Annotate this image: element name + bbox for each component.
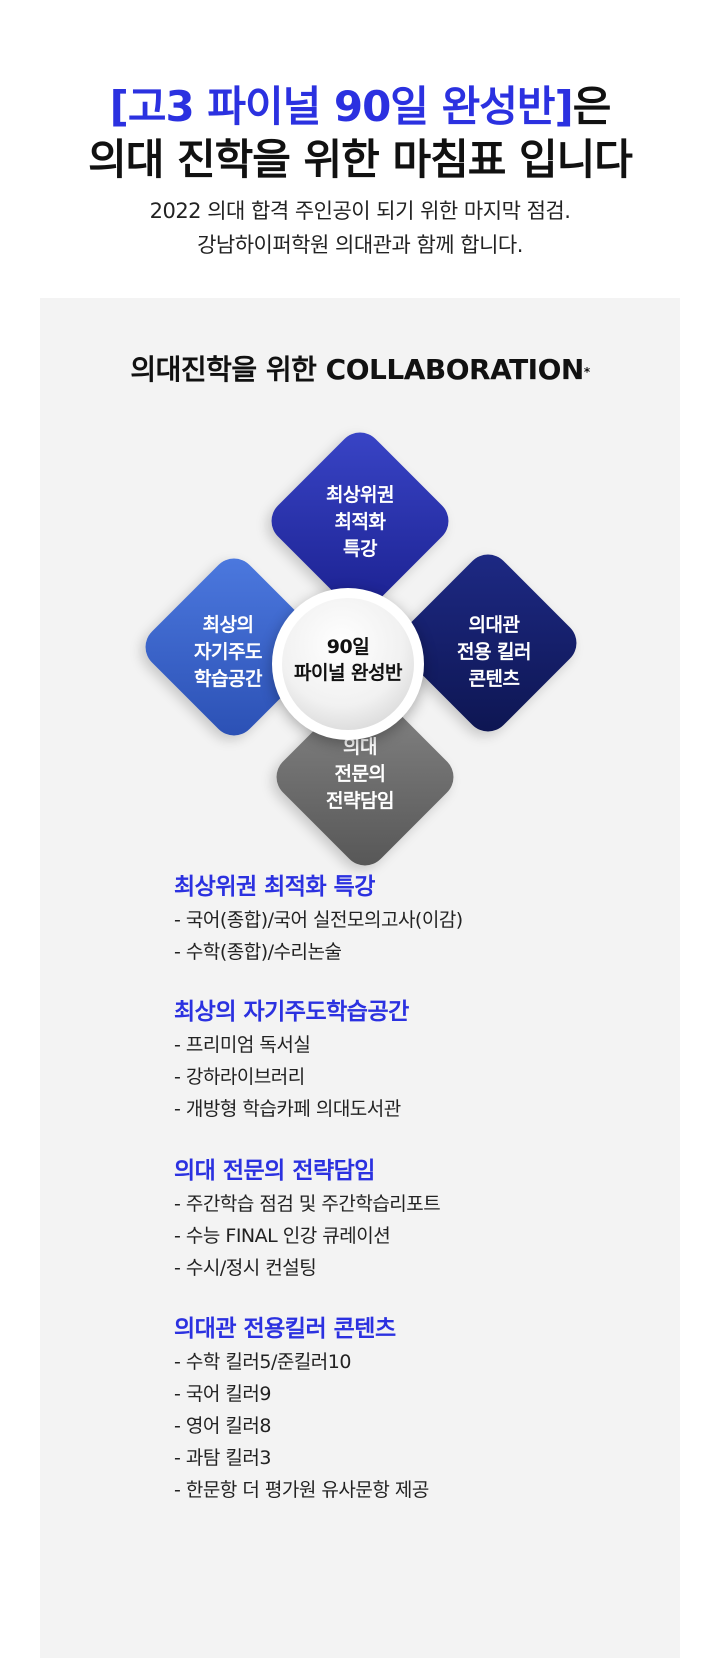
diamond-bottom-line-2: 전문의 (334, 763, 386, 785)
diamond-bottom-line-1: 의대 (343, 736, 377, 758)
center-label: 90일 파이널 완성반 (260, 634, 436, 686)
list-item: - 수학(종합)/수리논술 (174, 941, 342, 963)
section-title: 의대 전문의 전략담임 (174, 1158, 375, 1184)
section-study-space: 최상의 자기주도학습공간 - 프리미엄 독서실 - 강하라이브러리 - 개방형 … (174, 995, 654, 1125)
headline-accent: [고3 파이널 90일 완성반] (109, 82, 574, 131)
diamond-top-label: 최상위권 최적화 특강 (290, 482, 430, 563)
diamond-bottom-line-3: 전략담임 (326, 790, 394, 812)
diamond-left-line-2: 자기주도 (194, 641, 262, 663)
diamond-top-line-2: 최적화 (334, 511, 386, 533)
section-list: - 주간학습 점검 및 주간학습리포트 - 수능 FINAL 인강 큐레이션 -… (174, 1188, 654, 1284)
section-title: 최상위권 최적화 특강 (174, 874, 375, 900)
center-line-2: 파이널 완성반 (294, 662, 403, 684)
center-circle-inner (282, 598, 414, 730)
diamond-left-line-3: 학습공간 (194, 668, 262, 690)
list-item: - 영어 킬러8 (174, 1415, 271, 1437)
list-item: - 개방형 학습카페 의대도서관 (174, 1098, 401, 1120)
section-killer-contents: 의대관 전용킬러 콘텐츠 - 수학 킬러5/준킬러10 - 국어 킬러9 - 영… (174, 1312, 654, 1506)
headline-suffix: 은 (572, 82, 612, 131)
center-circle (272, 588, 424, 740)
section-list: - 국어(종합)/국어 실전모의고사(이감) - 수학(종합)/수리논술 (174, 904, 654, 968)
diamond-left-line-1: 최상의 (202, 614, 254, 636)
list-item: - 국어(종합)/국어 실전모의고사(이감) (174, 909, 463, 931)
headline-line-1: [고3 파이널 90일 완성반]은 (0, 82, 720, 132)
collaboration-title: 의대진학을 위한 COLLABORATION* (40, 352, 680, 388)
diamond-top-line-3: 특강 (343, 538, 377, 560)
list-item: - 국어 킬러9 (174, 1383, 271, 1405)
diamond-right-label: 의대관 전용 킬러 콘텐츠 (424, 612, 564, 693)
diamond-right-line-3: 콘텐츠 (468, 668, 520, 690)
section-special-lecture: 최상위권 최적화 특강 - 국어(종합)/국어 실전모의고사(이감) - 수학(… (174, 870, 654, 968)
program-diagram: 최상위권 최적화 특강 최상의 자기주도 학습공간 의대관 전용 킬러 콘텐츠 … (40, 408, 680, 888)
section-list: - 프리미엄 독서실 - 강하라이브러리 - 개방형 학습카페 의대도서관 (174, 1029, 654, 1125)
section-list: - 수학 킬러5/준킬러10 - 국어 킬러9 - 영어 킬러8 - 과탐 킬러… (174, 1346, 654, 1506)
section-strategy-advisor: 의대 전문의 전략담임 - 주간학습 점검 및 주간학습리포트 - 수능 FIN… (174, 1154, 654, 1284)
list-item: - 과탐 킬러3 (174, 1447, 271, 1469)
list-item: - 주간학습 점검 및 주간학습리포트 (174, 1193, 441, 1215)
diamond-bottom-label: 의대 전문의 전략담임 (290, 734, 430, 815)
diamond-right-line-2: 전용 킬러 (456, 641, 532, 663)
diamond-right-line-1: 의대관 (468, 614, 520, 636)
diamond-top-line-1: 최상위권 (326, 484, 394, 506)
list-item: - 수시/정시 컨설팅 (174, 1257, 317, 1279)
list-item: - 수능 FINAL 인강 큐레이션 (174, 1225, 391, 1247)
collaboration-title-mark: * (583, 365, 590, 379)
headline-line-2: 의대 진학을 위한 마침표 입니다 (88, 135, 633, 184)
section-title: 최상의 자기주도학습공간 (174, 999, 409, 1025)
list-item: - 프리미엄 독서실 (174, 1034, 311, 1056)
collaboration-panel: 의대진학을 위한 COLLABORATION* 최상위권 최적화 특강 최상의 … (40, 298, 680, 1658)
subtitle-line-1: 2022 의대 합격 주인공이 되기 위한 마지막 점검. (149, 199, 571, 223)
list-item: - 수학 킬러5/준킬러10 (174, 1351, 351, 1373)
list-item: - 강하라이브러리 (174, 1066, 305, 1088)
list-item: - 한문항 더 평가원 유사문항 제공 (174, 1479, 429, 1501)
section-title: 의대관 전용킬러 콘텐츠 (174, 1316, 396, 1342)
collaboration-title-text: 의대진학을 위한 COLLABORATION (130, 353, 584, 386)
subtitle-line-2: 강남하이퍼학원 의대관과 함께 합니다. (197, 233, 523, 257)
center-line-1: 90일 (326, 636, 370, 658)
diamond-left-label: 최상의 자기주도 학습공간 (158, 612, 298, 693)
